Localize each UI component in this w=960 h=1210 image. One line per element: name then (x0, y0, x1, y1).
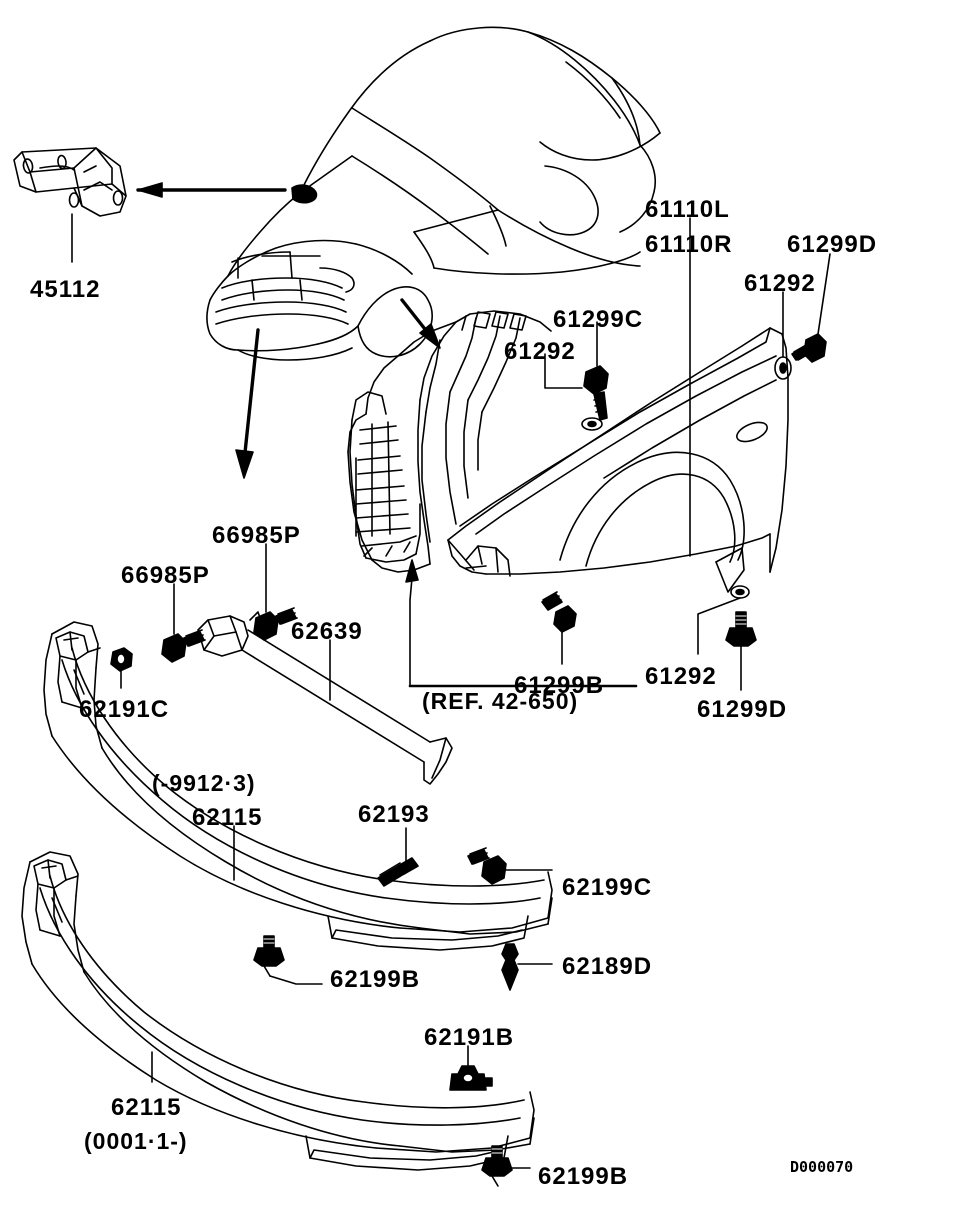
part-label-l-66985P-b: 66985P (212, 522, 301, 549)
part-label-l-ref: (REF. 42-650) (422, 688, 579, 714)
fastener-61292-washer-low (730, 585, 750, 599)
leader-61292-low (697, 597, 741, 655)
part-label-l-61299B: 61299B (514, 672, 605, 699)
leader-ref-note (409, 565, 413, 687)
part-label-l-61110R: 61110R (645, 231, 733, 258)
part-label-l-62193: 62193 (358, 801, 430, 828)
diagram-code: D000070 (790, 1158, 854, 1176)
part-label-l-date-0001: (0001·1-) (84, 1128, 188, 1154)
part-fender-panel (447, 327, 789, 593)
part-label-l-62191C: 62191C (79, 696, 170, 723)
fastener-61299D-bolt-top (791, 333, 827, 363)
fastener-62199B-upper (253, 935, 285, 977)
part-label-l-62199C: 62199C (562, 874, 653, 901)
fastener-62189D-clip (501, 943, 519, 991)
part-label-l-62115-up: 62115 (192, 804, 263, 831)
part-label-l-45112: 45112 (30, 276, 101, 303)
leader-61292-inner (544, 353, 583, 389)
leader-ref-arrowhead (405, 559, 419, 583)
fastener-62191B-clipnut (449, 1065, 493, 1091)
fastener-61292-washer-inner (581, 417, 603, 431)
part-label-l-62191B: 62191B (424, 1024, 515, 1051)
part-label-l-61292-top: 61292 (744, 270, 816, 297)
part-62115-upper-moulding (43, 621, 553, 951)
fastener-62199B-lower (481, 1145, 513, 1187)
part-label-l-date-9912: (-9912·3) (152, 770, 256, 796)
fastener-61292-washer-top (774, 356, 792, 380)
part-label-l-62189D: 62189D (562, 953, 653, 980)
part-label-l-61299C: 61299C (553, 306, 644, 333)
fastener-61299C-bolt (583, 365, 609, 421)
fastener-61299D-stud (725, 611, 757, 647)
callout-arrow-fender (400, 298, 441, 349)
leader-61299D-top (817, 253, 831, 335)
callout-arrow-45112 (136, 182, 287, 198)
fastener-61299B-screw (541, 591, 577, 633)
part-fender-liner (347, 310, 552, 573)
part-label-l-61299D-top: 61299D (787, 231, 878, 258)
fastener-66985P-right (253, 607, 298, 641)
fastener-62191C-nut (110, 647, 133, 672)
callout-arrow-bumper (235, 328, 260, 479)
part-label-l-61299D-low: 61299D (697, 696, 788, 723)
part-label-l-62199B-low: 62199B (538, 1163, 629, 1190)
part-label-l-62639: 62639 (291, 618, 363, 645)
part-label-l-62115-low: 62115 (111, 1094, 182, 1121)
vehicle-illustration (206, 26, 661, 361)
part-label-l-61110L: 61110L (645, 196, 730, 223)
part-label-l-61292-low: 61292 (645, 663, 717, 690)
part-62115-lower-moulding (21, 851, 535, 1171)
part-label-l-61292-inner: 61292 (504, 338, 576, 365)
part-label-l-66985P-a: 66985P (121, 562, 210, 589)
part-label-l-62199B-up: 62199B (330, 966, 421, 993)
fastener-62199C-bolt (467, 847, 507, 885)
part-45112-bracket (13, 147, 127, 217)
fastener-66985P-left (161, 629, 206, 663)
leader-62199B-upper (269, 975, 323, 985)
fastener-62193-screw (377, 857, 419, 887)
